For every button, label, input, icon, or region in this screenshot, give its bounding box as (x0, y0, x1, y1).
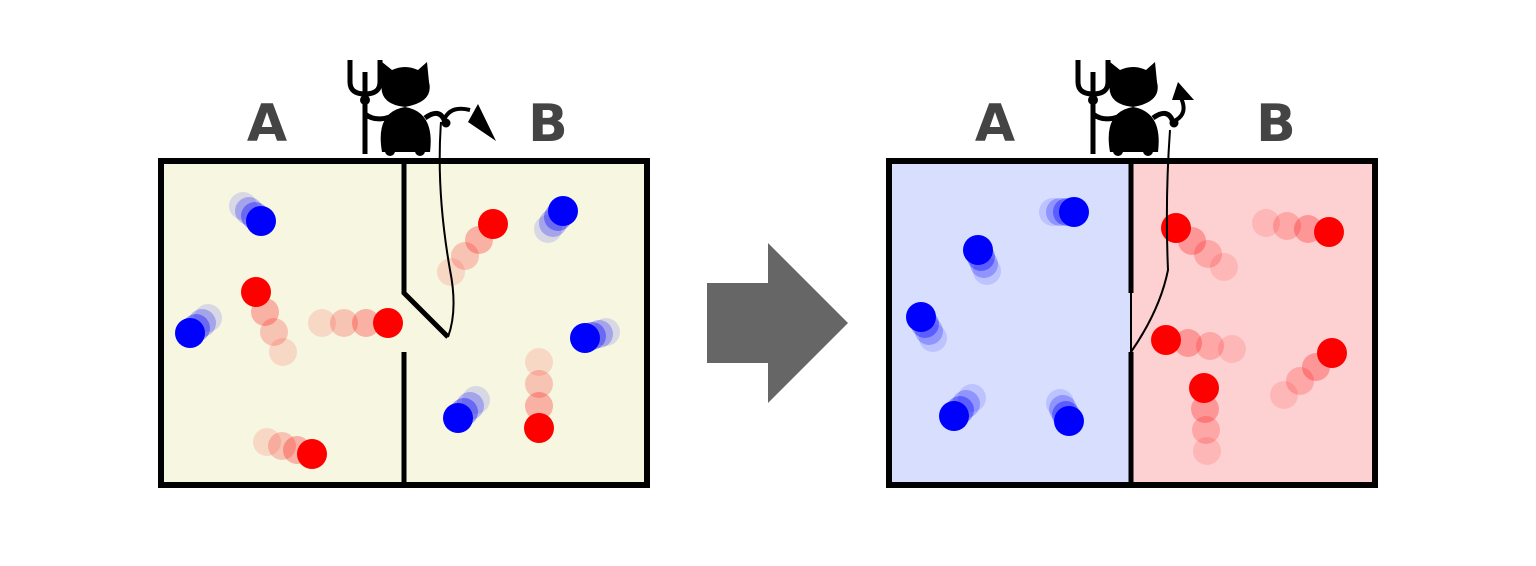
red-particle (524, 348, 554, 443)
particle-trail (1174, 329, 1202, 357)
particle-trail (1270, 381, 1298, 409)
blue-particle (963, 235, 1001, 285)
particle-trail (525, 348, 553, 376)
demon-tail (442, 106, 471, 121)
particle-trail (1196, 332, 1224, 360)
chamber-a-label: A (975, 94, 1015, 154)
red-particle (241, 277, 297, 366)
red-particle (437, 209, 508, 286)
particle-trail (352, 309, 380, 337)
particle-trail (451, 242, 479, 270)
chamber-a-label: A (247, 94, 287, 154)
particle-trail (525, 370, 553, 398)
red-particle (1151, 325, 1246, 363)
particle-trail (1039, 198, 1067, 226)
particle (548, 196, 578, 226)
blue-particle (443, 386, 490, 433)
door-string (1130, 129, 1171, 353)
particle (443, 403, 473, 433)
demon-icon (1078, 60, 1179, 156)
after-panel: A B (886, 60, 1378, 488)
particle (1317, 338, 1347, 368)
particle-trail (1286, 367, 1314, 395)
particle (906, 302, 936, 332)
chamber-b-label: B (528, 94, 568, 154)
tail-tip-icon (1172, 82, 1194, 100)
particle-trail (268, 432, 296, 460)
blue-particle (1039, 197, 1089, 227)
particles-after (906, 197, 1347, 465)
blue-particle (906, 302, 947, 352)
particle (373, 308, 403, 338)
particle-trail (1210, 253, 1238, 281)
red-particle (1189, 373, 1221, 465)
particle (297, 439, 327, 469)
red-particle (253, 428, 327, 469)
particle-trail (269, 338, 297, 366)
particle-trail (525, 392, 553, 420)
particle-trail (253, 428, 281, 456)
red-particle (1161, 213, 1238, 281)
particles-before (175, 192, 620, 469)
door-string (438, 121, 455, 338)
red-particle (308, 308, 403, 338)
particle (246, 206, 276, 236)
particle (1189, 373, 1219, 403)
blue-particle (939, 384, 986, 431)
particle (963, 235, 993, 265)
red-particle (1270, 338, 1347, 409)
particle (1161, 213, 1191, 243)
particle (939, 401, 969, 431)
particle-trail (330, 309, 358, 337)
particle-trail (260, 318, 288, 346)
particle-trail (958, 384, 986, 412)
blue-particle (175, 304, 222, 348)
particle-trail (1218, 335, 1246, 363)
tail-tip-icon (468, 104, 496, 141)
blue-particle (229, 192, 276, 236)
particle-trail (308, 309, 336, 337)
blue-particle (534, 196, 578, 243)
particle (1054, 406, 1084, 436)
particle-trail (1192, 416, 1220, 444)
chamber-b-label: B (1256, 94, 1296, 154)
particle (478, 209, 508, 239)
blue-particle (570, 318, 620, 353)
blue-particle (1046, 389, 1084, 436)
demon-icon (350, 60, 451, 156)
partition-door-open (401, 161, 450, 339)
particle-trail (1191, 395, 1219, 423)
particle-trail (1273, 212, 1301, 240)
particle (570, 323, 600, 353)
particle (1314, 217, 1344, 247)
particle-trail (1252, 209, 1280, 237)
particle-trail (1194, 240, 1222, 268)
particle (1151, 325, 1181, 355)
particle (524, 413, 554, 443)
transition-arrow-icon (707, 243, 848, 403)
before-panel: A B (158, 60, 650, 488)
particle (175, 318, 205, 348)
particle-trail (462, 386, 490, 414)
particle (241, 277, 271, 307)
particle (1059, 197, 1089, 227)
red-particle (1252, 209, 1344, 247)
particle-trail (1193, 437, 1221, 465)
